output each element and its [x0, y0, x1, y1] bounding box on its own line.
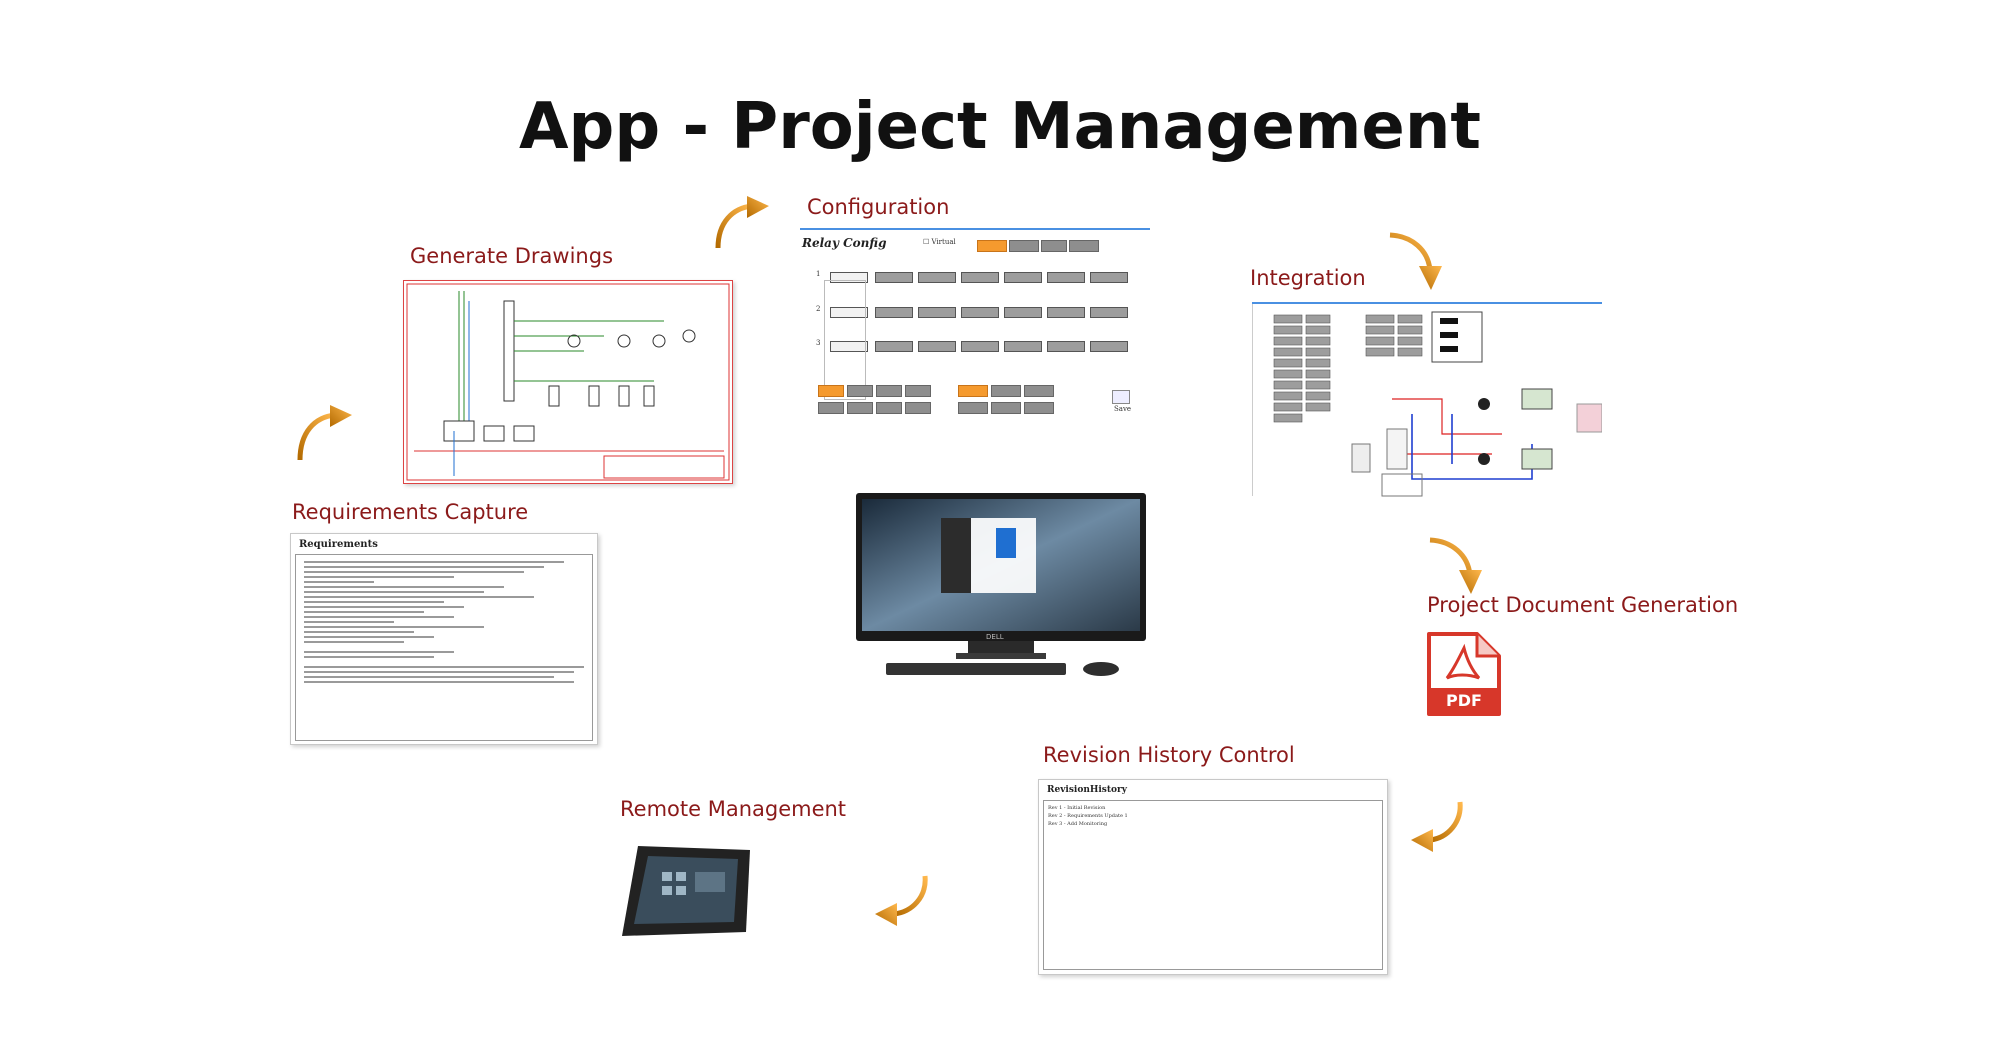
monitor-brand-logo: DELL	[986, 633, 1004, 641]
virtual-checkbox[interactable]: ☐ Virtual	[923, 238, 956, 246]
zone-list	[824, 280, 866, 400]
relay-button[interactable]	[818, 385, 844, 397]
group-number-3: 3	[816, 339, 821, 347]
arrow-integration-to-document	[1429, 537, 1482, 594]
integration-diagram	[1251, 304, 1603, 497]
tablet-image	[622, 846, 750, 936]
relay-button[interactable]	[905, 402, 931, 414]
relay-output-button[interactable]	[1024, 402, 1054, 414]
relay-select[interactable]	[1047, 272, 1085, 283]
group-number-1: 1	[816, 270, 821, 278]
label-generate-drawings: Generate Drawings	[410, 244, 614, 268]
zone-select[interactable]	[830, 341, 868, 352]
label-remote-management: Remote Management	[620, 797, 847, 821]
relay-select[interactable]	[918, 341, 956, 352]
relay-button[interactable]	[818, 402, 844, 414]
relay-select[interactable]	[961, 307, 999, 318]
relay-select[interactable]	[1004, 272, 1042, 283]
relay-select[interactable]	[1004, 341, 1042, 352]
save-label: Save	[1114, 405, 1132, 413]
relay-button[interactable]	[905, 385, 931, 397]
requirements-text-area	[295, 554, 593, 741]
relay-button[interactable]	[847, 402, 873, 414]
revision-line: Rev 3 - Add Monitoring	[1048, 821, 1108, 827]
arrow-revision-to-remote	[875, 875, 928, 926]
relay-config-window: Relay Config ☐ Virtual 1 2 3 Save	[800, 228, 1150, 422]
page-title: App - Project Management	[519, 90, 1481, 164]
label-project-document-generation: Project Document Generation	[1427, 593, 1739, 617]
relay-select[interactable]	[875, 272, 913, 283]
integration-panel	[1251, 302, 1603, 509]
relay-select[interactable]	[1090, 307, 1128, 318]
save-icon[interactable]	[1112, 390, 1130, 404]
relay-select[interactable]	[918, 307, 956, 318]
label-integration: Integration	[1250, 266, 1366, 290]
revision-text-area: Rev 1 - Initial Revision Rev 2 - Require…	[1043, 800, 1383, 970]
relay-select[interactable]	[1047, 341, 1085, 352]
requirements-heading: Requirements	[299, 539, 378, 550]
relay-output-button[interactable]	[1024, 385, 1054, 397]
arrow-document-to-revision	[1411, 801, 1463, 852]
relay-select[interactable]	[1090, 272, 1128, 283]
label-requirements-capture: Requirements Capture	[292, 500, 529, 524]
schematic-drawing	[406, 283, 730, 481]
relay-button[interactable]	[876, 402, 902, 414]
revision-line: Rev 2 - Requirements Update 1	[1048, 813, 1128, 819]
relay-output-button[interactable]	[958, 402, 988, 414]
revision-history-document: RevisionHistory Rev 1 - Initial Revision…	[1038, 779, 1388, 975]
relay-config-heading: Relay Config	[802, 236, 887, 250]
relay-button[interactable]	[847, 385, 873, 397]
zone-select[interactable]	[830, 307, 868, 318]
revision-heading: RevisionHistory	[1047, 785, 1128, 795]
requirements-document: Requirements	[290, 533, 598, 745]
relay-select[interactable]	[961, 341, 999, 352]
monitor-image	[856, 493, 1146, 676]
pdf-label: PDF	[1446, 691, 1482, 710]
tab-controller[interactable]	[977, 240, 1007, 252]
relay-select[interactable]	[875, 307, 913, 318]
label-configuration: Configuration	[807, 195, 950, 219]
tab-profile[interactable]	[1041, 240, 1067, 252]
relay-select[interactable]	[1047, 307, 1085, 318]
relay-select[interactable]	[918, 272, 956, 283]
relay-select[interactable]	[875, 341, 913, 352]
virtual-checkbox-label: Virtual	[931, 238, 956, 246]
relay-select[interactable]	[1004, 307, 1042, 318]
zone-select[interactable]	[830, 272, 868, 283]
relay-output-button[interactable]	[991, 385, 1021, 397]
relay-select[interactable]	[961, 272, 999, 283]
tab-override[interactable]	[1069, 240, 1099, 252]
drawings-schematic	[403, 280, 733, 484]
arrow-drawings-to-configuration	[715, 196, 769, 249]
relay-output-button[interactable]	[958, 385, 988, 397]
group-number-2: 2	[816, 305, 821, 313]
remote-tablet	[620, 842, 752, 940]
tab-systems[interactable]	[1009, 240, 1039, 252]
relay-button[interactable]	[876, 385, 902, 397]
relay-select[interactable]	[1090, 341, 1128, 352]
arrow-configuration-to-integration	[1389, 232, 1442, 290]
pdf-icon: PDF	[1425, 630, 1503, 718]
label-revision-history-control: Revision History Control	[1043, 743, 1295, 767]
revision-line: Rev 1 - Initial Revision	[1048, 805, 1106, 811]
desktop-computer: DELL	[856, 493, 1146, 683]
arrow-requirements-to-drawings	[297, 405, 352, 461]
relay-output-button[interactable]	[991, 402, 1021, 414]
